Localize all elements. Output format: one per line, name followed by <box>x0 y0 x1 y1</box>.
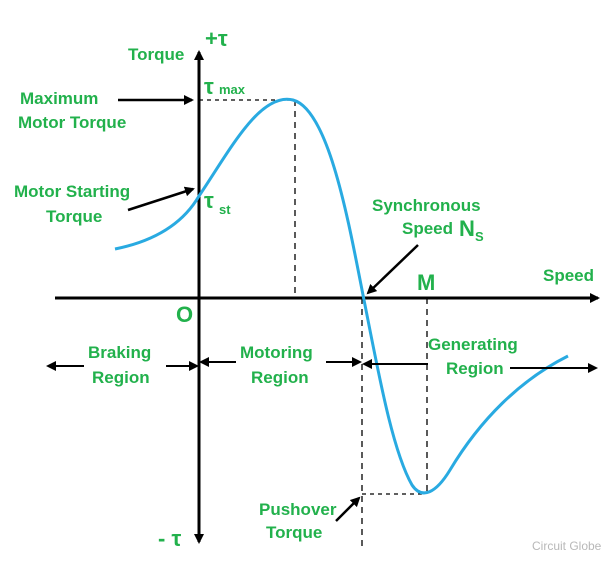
motoring-region-label-line2: Region <box>251 368 309 387</box>
tau-max-subscript: max <box>219 82 246 97</box>
watermark: Circuit Globe <box>532 539 602 553</box>
generating-region-label-line1: Generating <box>428 335 518 354</box>
torque-speed-curve <box>114 97 569 495</box>
max-torque-label-line2: Motor Torque <box>18 113 126 132</box>
tau-max-symbol: τ <box>204 74 214 99</box>
x-axis-title: Speed <box>543 266 594 285</box>
braking-region-label-line1: Braking <box>88 343 151 362</box>
motoring-region-label-line1: Motoring <box>240 343 313 362</box>
m-point-label: M <box>417 270 435 295</box>
pushover-label-line2: Torque <box>266 523 322 542</box>
pushover-label-line1: Pushover <box>259 500 337 519</box>
generating-region-label-line2: Region <box>446 359 504 378</box>
start-torque-arrow <box>127 186 195 212</box>
y-axis-negative-label: - τ <box>158 526 181 551</box>
sync-speed-label-line2: Speed <box>402 219 453 238</box>
braking-region-label-line2: Region <box>92 368 150 387</box>
sync-speed-subscript: S <box>475 229 484 244</box>
tau-st-symbol: τ <box>204 188 214 213</box>
y-axis-positive-label: +τ <box>205 26 228 51</box>
pushover-arrow <box>335 496 361 522</box>
max-torque-label-line1: Maximum <box>20 89 98 108</box>
start-torque-label-line1: Motor Starting <box>14 182 130 201</box>
sync-speed-symbol: N <box>459 216 475 241</box>
start-torque-label-line2: Torque <box>46 207 102 226</box>
y-axis-title: Torque <box>128 45 184 64</box>
sync-speed-label-line1: Synchronous <box>372 196 481 215</box>
tau-st-subscript: st <box>219 202 231 217</box>
origin-label: O <box>176 302 193 327</box>
sync-speed-arrow <box>366 244 419 295</box>
